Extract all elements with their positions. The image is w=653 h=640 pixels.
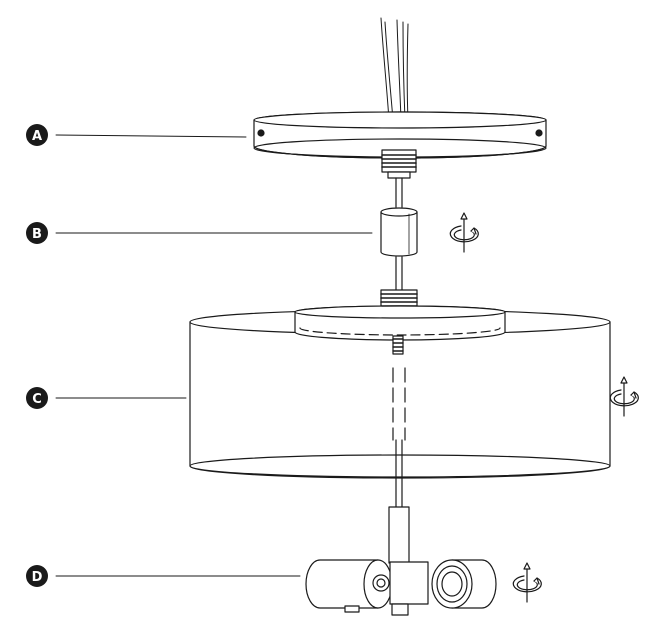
- callout-A: A: [26, 124, 48, 146]
- supply-wires: [380, 17, 409, 121]
- callout-D: D: [26, 565, 48, 587]
- callout-label: D: [32, 570, 43, 585]
- callout-label: B: [32, 227, 42, 242]
- leader-lines: [55, 134, 373, 577]
- screw-hole-icon: [257, 129, 265, 137]
- screw-hole-icon: [535, 129, 543, 137]
- lower-rod: [395, 439, 403, 508]
- drum-shade: [189, 305, 611, 479]
- middle-rod: [395, 256, 403, 291]
- rotate-arrow-icon: [512, 562, 542, 603]
- rotate-arrow-icon: [449, 212, 479, 253]
- upper-rod: [395, 177, 403, 208]
- canopy-threaded-stub: [381, 149, 417, 179]
- lamp-body: [305, 506, 497, 616]
- callout-B: B: [26, 222, 48, 244]
- rotate-arrow-icon: [609, 376, 639, 417]
- callout-label: A: [32, 129, 42, 144]
- callout-C: C: [26, 387, 48, 409]
- callout-label: C: [32, 392, 42, 407]
- coupling: [380, 207, 418, 257]
- shade-threaded-nipple: [380, 289, 418, 311]
